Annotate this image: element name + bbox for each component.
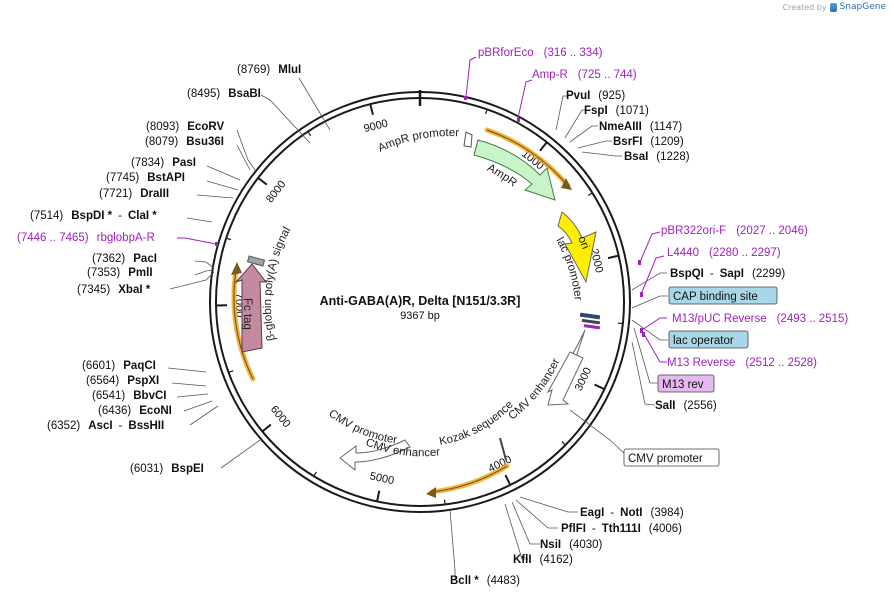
minor-tick bbox=[587, 192, 593, 197]
feature-label-fc: Fc tag bbox=[241, 298, 253, 330]
ampr-arrow bbox=[473, 139, 556, 201]
svg-text:(6031)BspEI: (6031)BspEI bbox=[130, 463, 204, 475]
feature-label-ori: ori bbox=[575, 235, 591, 251]
svg-text:EagI-NotI(3984): EagI-NotI(3984) bbox=[580, 507, 684, 519]
orf-arc-cmv bbox=[429, 463, 510, 495]
cap-binding-site-box bbox=[668, 286, 778, 305]
tick-label-6000: 6000 bbox=[268, 404, 293, 431]
svg-text:(6436)EcoNI: (6436)EcoNI bbox=[98, 405, 172, 417]
svg-text:(7446 .. 7465)rbglobpA-R: (7446 .. 7465)rbglobpA-R bbox=[17, 232, 155, 244]
tick-6000 bbox=[261, 423, 272, 433]
m13-mark bbox=[583, 324, 601, 330]
svg-text:NmeAIII(1147): NmeAIII(1147) bbox=[599, 121, 682, 133]
primer-leaders bbox=[177, 56, 667, 363]
svg-text:Amp-R(725 .. 744): Amp-R(725 .. 744) bbox=[532, 69, 637, 81]
tick-8000 bbox=[257, 177, 268, 186]
tick-5000 bbox=[376, 490, 381, 502]
svg-text:(7362)PacI: (7362)PacI bbox=[92, 253, 157, 265]
plasmid-size: 9367 bp bbox=[400, 310, 440, 322]
svg-text:M13/pUC Reverse(2493 .. 2515): M13/pUC Reverse(2493 .. 2515) bbox=[672, 313, 848, 325]
svg-text:M13 Reverse(2512 .. 2528): M13 Reverse(2512 .. 2528) bbox=[667, 357, 817, 369]
credit-brand: SnapGene bbox=[839, 2, 886, 12]
minor-tick bbox=[226, 237, 232, 241]
svg-text:(7345)XbaI *: (7345)XbaI * bbox=[77, 284, 151, 296]
feature-label-cmvp: CMV promoter bbox=[326, 408, 398, 447]
cmv-promoter-box bbox=[623, 448, 720, 467]
svg-text:BclI *(4483): BclI *(4483) bbox=[450, 575, 520, 587]
svg-text:SalI(2556): SalI(2556) bbox=[655, 400, 717, 412]
cap-site-mark bbox=[579, 312, 601, 320]
svg-text:PflFI-Tth111I(4006): PflFI-Tth111I(4006) bbox=[561, 523, 682, 535]
plasmid-title: Anti-GABA(A)R, Delta [N151/3.3R] bbox=[320, 294, 521, 308]
svg-text:(6564)PspXI: (6564)PspXI bbox=[86, 375, 159, 387]
svg-text:PvuI(925): PvuI(925) bbox=[566, 90, 625, 102]
svg-text:(6541)BbvCI: (6541)BbvCI bbox=[92, 390, 166, 402]
svg-text:(6601)PaqCI: (6601)PaqCI bbox=[82, 360, 156, 372]
svg-text:(8093)EcoRV: (8093)EcoRV bbox=[146, 121, 224, 133]
svg-text:FspI(1071): FspI(1071) bbox=[584, 105, 649, 117]
cmv-enhancer-arrow-right bbox=[546, 351, 584, 406]
lac-operator-label: lac operator bbox=[673, 335, 734, 347]
svg-text:(8769)MluI: (8769)MluI bbox=[237, 64, 301, 76]
tick-3000 bbox=[594, 383, 605, 391]
m13-rev-label: M13 rev bbox=[662, 379, 704, 391]
svg-text:BsaI(1228): BsaI(1228) bbox=[624, 151, 690, 163]
svg-text:BsrFI(1209): BsrFI(1209) bbox=[613, 136, 684, 148]
svg-text:L4440(2280 .. 2297): L4440(2280 .. 2297) bbox=[667, 247, 781, 259]
tick-1000 bbox=[539, 141, 548, 152]
svg-text:BspQI-SapI(2299): BspQI-SapI(2299) bbox=[670, 268, 785, 280]
svg-text:NsiI(4030): NsiI(4030) bbox=[540, 539, 603, 551]
cmv-promoter-label: CMV promoter bbox=[628, 453, 703, 465]
m13-rev-box bbox=[657, 374, 715, 393]
feature-arrows bbox=[234, 131, 597, 472]
feature-label-amprp: AmpR promoter bbox=[376, 127, 459, 155]
svg-text:(7721)DraIII: (7721)DraIII bbox=[99, 188, 169, 200]
cmv-promoter-arrow-left bbox=[339, 439, 411, 472]
ori-arrow bbox=[557, 211, 597, 284]
svg-text:(8495)BsaBI: (8495)BsaBI bbox=[187, 88, 261, 100]
svg-text:(7514)BspDI *-ClaI *: (7514)BspDI *-ClaI * bbox=[30, 210, 157, 222]
minor-tick bbox=[484, 109, 488, 115]
fc-tag-arrow bbox=[234, 263, 268, 353]
minor-tick bbox=[443, 499, 446, 505]
minor-tick bbox=[228, 370, 234, 373]
tick-9000 bbox=[369, 103, 374, 116]
label-leaders bbox=[167, 77, 668, 580]
feature-label-kozak: Kozak sequence bbox=[438, 399, 516, 448]
boxed-feature-labels: CAP binding site lac operator M13 rev CM… bbox=[623, 286, 778, 467]
primer-labels: pBRforEco(316 .. 334) Amp-R(725 .. 744) … bbox=[17, 47, 848, 369]
lac-operator-box bbox=[668, 330, 749, 349]
lac-operator-mark bbox=[581, 318, 601, 325]
svg-text:pBR322ori-F(2027 .. 2046): pBR322ori-F(2027 .. 2046) bbox=[661, 225, 808, 237]
credit: Created by SnapGene bbox=[783, 2, 886, 12]
svg-text:pBRforEco(316 .. 334): pBRforEco(316 .. 334) bbox=[478, 47, 603, 59]
minor-tick bbox=[313, 471, 317, 477]
minor-tick bbox=[307, 131, 312, 137]
ampr-promoter-arrow bbox=[463, 131, 473, 148]
polya-signal-block bbox=[246, 255, 266, 267]
svg-text:(6352)AscI-BssHII: (6352)AscI-BssHII bbox=[47, 420, 164, 432]
snapgene-logo-icon bbox=[829, 2, 837, 12]
credit-prefix: Created by bbox=[782, 2, 827, 12]
cap-binding-site-label: CAP binding site bbox=[673, 291, 758, 303]
svg-text:(7834)PasI: (7834)PasI bbox=[131, 157, 196, 169]
tick-label-9000: 9000 bbox=[363, 118, 390, 136]
tick-2000 bbox=[607, 254, 619, 260]
svg-text:(8079)Bsu36I: (8079)Bsu36I bbox=[145, 136, 224, 148]
tick-label-5000: 5000 bbox=[369, 470, 395, 487]
tick-4000 bbox=[504, 474, 512, 486]
svg-text:(7745)BstAPI: (7745)BstAPI bbox=[106, 172, 185, 184]
kozak-mark bbox=[499, 437, 507, 461]
tick-label-8000: 8000 bbox=[264, 178, 288, 205]
feature-label-bglobin: β-globin poly(A) signal bbox=[262, 225, 293, 342]
minor-tick bbox=[561, 441, 566, 446]
svg-text:(7353)PmlI: (7353)PmlI bbox=[87, 267, 153, 279]
svg-text:KflI(4162): KflI(4162) bbox=[513, 554, 573, 566]
enzyme-labels: (8769)MluI (8495)BsaBI (8093)EcoRV (8079… bbox=[30, 64, 785, 587]
minor-tick bbox=[617, 322, 623, 325]
